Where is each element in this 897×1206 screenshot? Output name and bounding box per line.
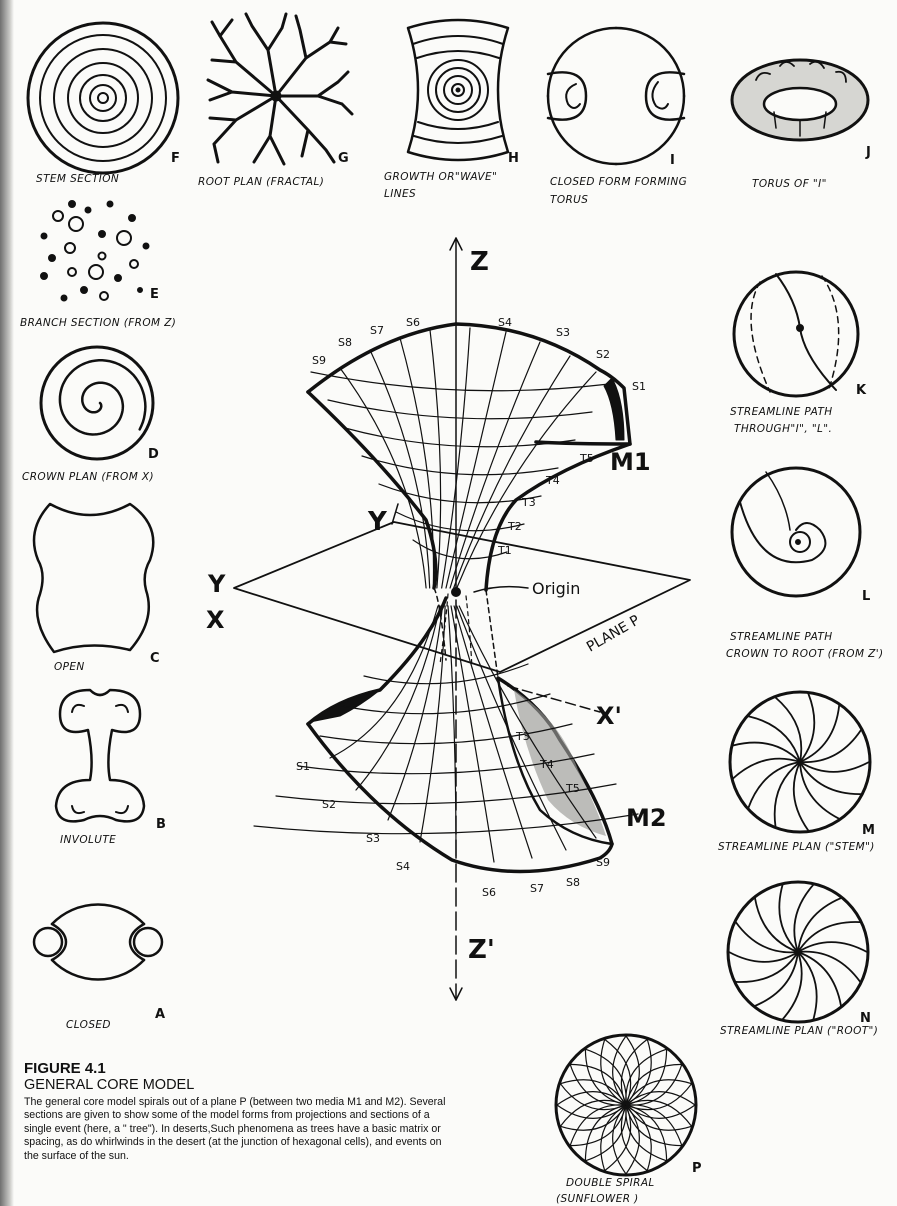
panel-f-letter: F xyxy=(171,151,180,166)
panel-e-letter: E xyxy=(150,287,159,302)
panel-d-crown-plan: D CROWN PLAN (FROM X) xyxy=(22,347,159,483)
upper-label-s7: S7 xyxy=(370,324,384,337)
panel-c-letter: C xyxy=(150,651,160,666)
panel-p-double-spiral: P DOUBLE SPIRAL (SUNFLOWER ) xyxy=(556,1035,702,1205)
figure-caption: FIGURE 4.1 GENERAL CORE MODEL The genera… xyxy=(24,1060,454,1163)
axis-y-label: Y xyxy=(207,570,226,598)
panel-c-label: OPEN xyxy=(54,661,85,673)
panel-i-label-1: CLOSED FORM FORMING xyxy=(550,176,687,188)
lower-label-s4: S4 xyxy=(396,860,410,873)
panel-h-letter: H xyxy=(508,151,519,166)
panel-a-label: CLOSED xyxy=(66,1019,111,1031)
panel-p-letter: P xyxy=(692,1161,702,1176)
m2-label: M2 xyxy=(626,804,667,832)
lower-label-s8: S8 xyxy=(566,876,580,889)
upper-label-s1: S1 xyxy=(632,380,646,393)
axis-x-label: X xyxy=(206,606,225,634)
panel-g-letter: G xyxy=(338,151,349,166)
lower-label-s2: S2 xyxy=(322,798,336,811)
panel-f-label: STEM SECTION xyxy=(36,173,119,185)
panel-l-streamline: L STREAMLINE PATH CROWN TO ROOT (FROM Z'… xyxy=(726,468,884,660)
panel-l-label-2: CROWN TO ROOT (FROM Z') xyxy=(726,648,884,660)
lower-label-t4: T4 xyxy=(539,758,554,771)
plane-p xyxy=(234,522,690,672)
panel-j-label: TORUS OF "I" xyxy=(752,178,827,190)
panel-b-label: INVOLUTE xyxy=(60,834,116,846)
panel-l-letter: L xyxy=(862,589,870,604)
lower-label-s1: S1 xyxy=(296,760,310,773)
upper-label-t3: T3 xyxy=(521,496,536,509)
figure-title: GENERAL CORE MODEL xyxy=(24,1077,454,1094)
upper-label-t1: T1 xyxy=(497,544,512,557)
panel-n-streamline-plan: N STREAMLINE PLAN ("ROOT") xyxy=(720,882,878,1037)
axis-x-prime-label: X' xyxy=(596,702,622,730)
upper-label-s3: S3 xyxy=(556,326,570,339)
panel-d-label: CROWN PLAN (FROM X) xyxy=(22,471,154,483)
upper-label-s9: S9 xyxy=(312,354,326,367)
panel-e-label: BRANCH SECTION (FROM Z) xyxy=(20,317,176,329)
panel-g-root-plan: G ROOT PLAN (FRACTAL) xyxy=(198,14,352,188)
panel-n-letter: N xyxy=(860,1011,871,1026)
figure-body: The general core model spirals out of a … xyxy=(24,1096,454,1163)
panel-n-label: STREAMLINE PLAN ("ROOT") xyxy=(720,1025,878,1037)
panel-j-torus: J TORUS OF "I" xyxy=(732,60,871,190)
plane-p-label: PLANE P xyxy=(584,612,643,655)
panel-k-streamline: K STREAMLINE PATH THROUGH"I", "L". xyxy=(730,272,867,435)
panel-h-label-1: GROWTH OR"WAVE" xyxy=(384,171,497,183)
m1-label: M1 xyxy=(610,448,651,476)
panel-i-label-2: TORUS xyxy=(550,194,588,206)
panel-c-open: C OPEN xyxy=(34,504,160,673)
panel-h-growth-lines: H GROWTH OR"WAVE" LINES xyxy=(384,20,519,200)
panel-m-letter: M xyxy=(862,823,875,838)
panel-b-involute: B INVOLUTE xyxy=(56,690,166,846)
panel-e-branch-section: E BRANCH SECTION (FROM Z) xyxy=(20,201,176,329)
panel-a-letter: A xyxy=(155,1007,165,1022)
upper-label-t4: T4 xyxy=(545,474,560,487)
lower-label-t3: T3 xyxy=(515,730,530,743)
upper-label-s8: S8 xyxy=(338,336,352,349)
lower-label-s9: S9 xyxy=(596,856,610,869)
upper-label-s2: S2 xyxy=(596,348,610,361)
panel-k-label-1: STREAMLINE PATH xyxy=(730,406,833,418)
panel-f-stem-section: F STEM SECTION xyxy=(28,23,180,185)
panel-k-label-2: THROUGH"I", "L". xyxy=(734,423,832,435)
panel-l-label-1: STREAMLINE PATH xyxy=(730,631,833,643)
core-model: Z Z' Y Y X X' Origin PLANE P M1 M2 S9 S8… xyxy=(206,238,690,1000)
origin-label: Origin xyxy=(532,579,580,598)
panel-b-letter: B xyxy=(156,817,166,832)
panel-p-label-1: DOUBLE SPIRAL xyxy=(566,1177,655,1189)
panel-i-letter: I xyxy=(670,153,675,168)
axis-y-upper-label: Y xyxy=(367,507,388,537)
panel-a-closed: A CLOSED xyxy=(34,904,165,1031)
lower-label-s3: S3 xyxy=(366,832,380,845)
panel-j-letter: J xyxy=(865,145,871,160)
upper-label-t5: T5 xyxy=(579,452,594,465)
lower-label-s7: S7 xyxy=(530,882,544,895)
upper-label-s4: S4 xyxy=(498,316,512,329)
panel-i-closed-form: I CLOSED FORM FORMING TORUS xyxy=(548,28,687,206)
lower-label-s6: S6 xyxy=(482,886,496,899)
panel-m-streamline-plan: M STREAMLINE PLAN ("STEM") xyxy=(718,692,875,853)
panel-k-letter: K xyxy=(856,383,867,398)
panel-p-label-2: (SUNFLOWER ) xyxy=(556,1193,639,1205)
panel-g-label: ROOT PLAN (FRACTAL) xyxy=(198,176,324,188)
panel-h-label-2: LINES xyxy=(384,188,416,200)
panel-m-label: STREAMLINE PLAN ("STEM") xyxy=(718,841,875,853)
axis-z-prime-label: Z' xyxy=(468,935,495,965)
figure-number: FIGURE 4.1 xyxy=(24,1060,454,1077)
lower-label-t5: T5 xyxy=(565,782,580,795)
upper-label-s6: S6 xyxy=(406,316,420,329)
upper-label-t2: T2 xyxy=(507,520,522,533)
panel-d-letter: D xyxy=(148,447,159,462)
axis-z-label: Z xyxy=(470,247,489,277)
